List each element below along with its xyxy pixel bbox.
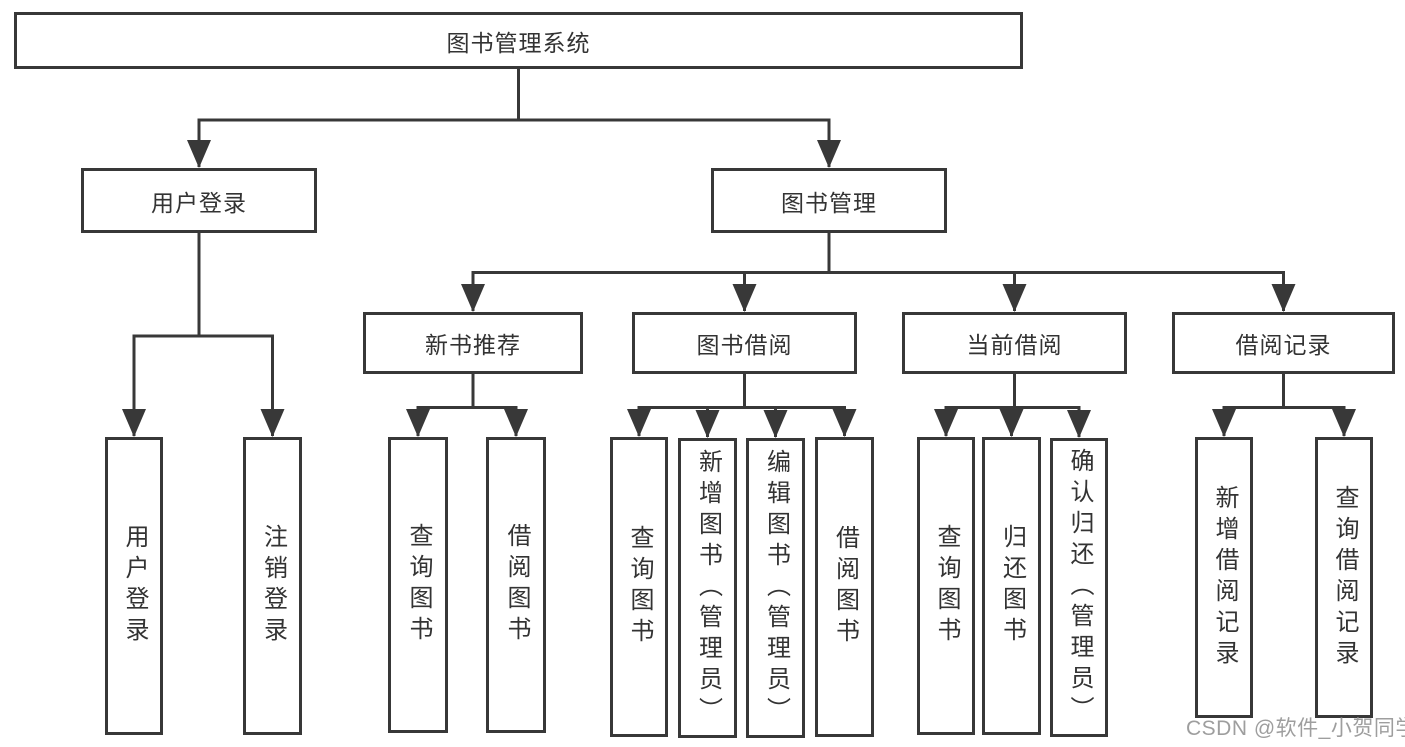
node-label: 确认归还（管理员） (1066, 448, 1093, 727)
leaf-query-books-borrow: 查询图书 (610, 437, 668, 737)
node-label: 用户登录 (151, 189, 247, 216)
node-book-management-system: 图书管理系统 (14, 12, 1023, 69)
node-borrow-record: 借阅记录 (1172, 312, 1395, 374)
leaf-add-books-admin: 新增图书（管理员） (678, 438, 737, 738)
node-label: 借阅记录 (1235, 332, 1332, 358)
node-label: 查询图书 (933, 524, 960, 648)
leaf-query-books-recommend: 查询图书 (388, 437, 448, 733)
node-label: 查询图书 (405, 523, 432, 647)
node-new-book-recommend: 新书推荐 (363, 312, 583, 374)
node-label: 注销登录 (259, 524, 287, 648)
node-label: 查询借阅记录 (1331, 484, 1358, 671)
leaf-query-borrow-record: 查询借阅记录 (1315, 437, 1373, 718)
node-book-management: 图书管理 (711, 168, 947, 233)
node-user-login: 用户登录 (81, 168, 317, 233)
node-label: 新书推荐 (425, 332, 521, 358)
node-label: 图书管理 (781, 189, 877, 216)
node-book-borrow: 图书借阅 (632, 312, 857, 374)
leaf-return-books: 归还图书 (982, 437, 1041, 735)
node-label: 查询图书 (626, 525, 653, 649)
node-label: 借阅图书 (503, 523, 530, 647)
node-label: 借阅图书 (831, 525, 859, 649)
leaf-confirm-return-admin: 确认归还（管理员） (1050, 438, 1108, 737)
node-label: 新增借阅记录 (1211, 484, 1238, 671)
leaf-query-books-current: 查询图书 (917, 437, 975, 735)
node-label: 新增图书（管理员） (694, 448, 722, 728)
node-label: 当前借阅 (966, 332, 1063, 358)
leaf-borrow-books-recommend: 借阅图书 (486, 437, 546, 733)
leaf-user-login: 用户登录 (105, 437, 163, 735)
node-label: 编辑图书（管理员） (762, 448, 790, 728)
node-label: 图书管理系统 (446, 29, 591, 56)
leaf-borrow-books: 借阅图书 (815, 437, 874, 737)
csdn-watermark: CSDN @软件_小贺同学 (1186, 717, 1405, 740)
leaf-add-borrow-record: 新增借阅记录 (1195, 437, 1253, 718)
node-current-borrow: 当前借阅 (902, 312, 1127, 374)
node-label: 图书借阅 (696, 332, 793, 358)
node-label: 用户登录 (121, 524, 148, 648)
leaf-edit-books-admin: 编辑图书（管理员） (746, 438, 805, 738)
leaf-logout: 注销登录 (243, 437, 302, 735)
node-label: 归还图书 (998, 524, 1026, 648)
